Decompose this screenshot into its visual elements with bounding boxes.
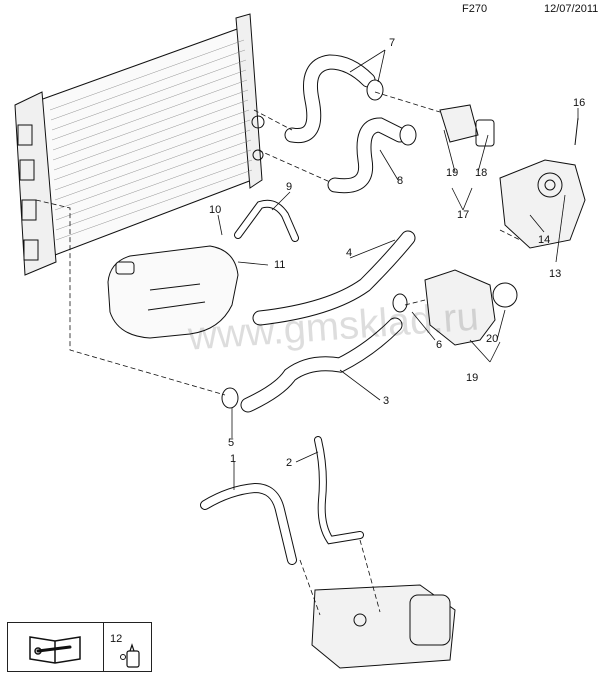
callout-1: 1 [230,453,236,465]
callout-numbers: 7 8 9 10 11 4 3 6 5 1 2 19 18 17 14 13 1… [209,37,585,469]
callout-16: 17 [457,209,469,221]
oil-cooler-module [311,584,456,669]
callout-20: 20 [486,333,498,345]
diagram-date: 12/07/2011 [544,3,599,15]
callout-19: 19 [466,372,478,384]
callout-18: 19 [446,167,458,179]
reference-lines [35,91,521,616]
callout-11: 11 [274,259,285,271]
hose-clamps [221,79,417,409]
expansion-tank [107,245,239,339]
callout-7: 7 [389,37,395,49]
sealant-bottle-icon [120,643,140,668]
manual-book-wrench-icon [29,636,81,664]
radiator [14,13,265,276]
callout-9: 9 [286,181,292,193]
callout-14: 14 [538,234,550,246]
hoses [200,54,416,565]
callout-17: 18 [475,167,487,179]
callout-5: 5 [228,437,234,449]
water-pump [499,117,586,249]
legend-item-number: 12 [110,633,123,645]
diagram-code: F270 [462,3,488,15]
callout-2: 2 [286,457,292,469]
callout-10: 10 [209,204,221,216]
manual-cell [8,623,104,671]
sealant-cell: 12 [104,623,151,671]
callout-4: 4 [346,247,352,259]
legend-box: 12 [7,622,152,672]
callout-15: 16 [573,97,585,109]
thermostat-housing [424,104,518,346]
callout-3: 3 [383,395,389,407]
callout-13: 13 [549,268,561,280]
callout-6: 6 [436,339,442,351]
callout-8: 8 [397,175,403,187]
leader-lines [217,49,579,490]
